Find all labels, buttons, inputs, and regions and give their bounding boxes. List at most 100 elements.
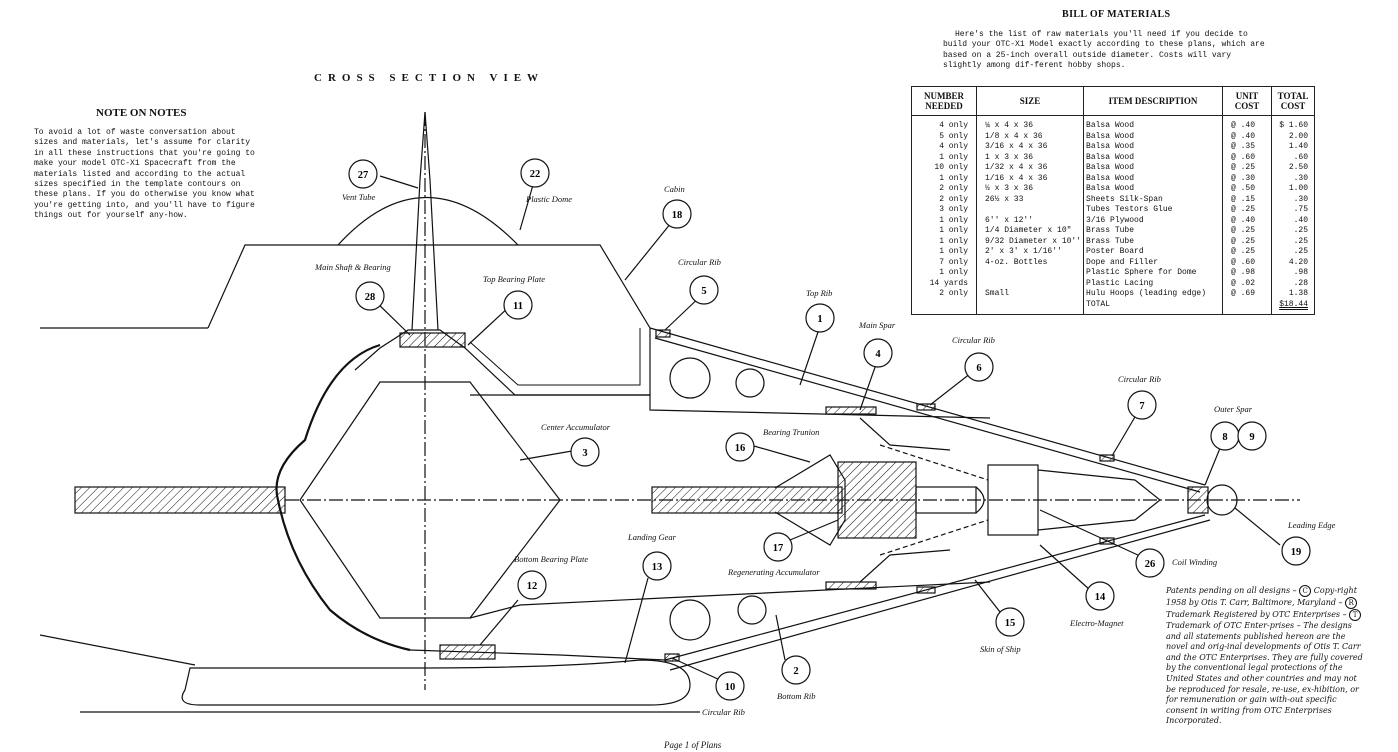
callout-circle <box>570 437 600 467</box>
label-circular-rib-bottom: Circular Rib <box>702 707 745 717</box>
trademark-icon: T <box>1349 609 1362 621</box>
callout-circle <box>520 158 550 188</box>
bom-cell: 9/32 Diameter x 10'' <box>975 236 1085 247</box>
callout-circle <box>503 290 533 320</box>
patent-notice: Patents pending on all designs – C Copy-… <box>1166 585 1364 727</box>
bearing-trunion-block <box>837 461 917 539</box>
callout-number: 28 <box>365 292 376 303</box>
callout-number: 17 <box>773 543 784 554</box>
bom-cell: .98 <box>1271 268 1316 279</box>
callout-circle <box>1127 390 1157 420</box>
callout-circle <box>715 671 745 701</box>
bom-cell: 1/4 Diameter x 10" <box>975 226 1085 237</box>
patent-text-4: Trademark of OTC Enter-prises – The desi… <box>1166 621 1363 726</box>
bom-cell: 1.00 <box>1271 184 1316 195</box>
bom-cell: Small <box>975 289 1085 300</box>
callout-number: 15 <box>1005 618 1016 629</box>
bom-cell: 1/32 x 4 x 36 <box>975 163 1085 174</box>
bom-cell: 1 x 3 x 36 <box>975 152 1085 163</box>
label-landing-gear: Landing Gear <box>627 532 677 542</box>
bom-cell: $18.44 <box>1271 299 1316 315</box>
callout-number: 9 <box>1249 432 1254 443</box>
label-vent-tube: Vent Tube <box>342 192 376 202</box>
registered-icon: R <box>1345 597 1358 609</box>
label-bottom-rib: Bottom Rib <box>777 691 815 701</box>
callout-circle <box>964 352 994 382</box>
callout-circle <box>763 532 793 562</box>
bom-header-number: NUMBER NEEDED <box>911 86 977 116</box>
callout-number: 19 <box>1291 547 1302 558</box>
label-circular-rib-1: Circular Rib <box>678 257 721 267</box>
callout-circle <box>863 338 893 368</box>
bill-of-materials-table: NUMBER NEEDED SIZE ITEM DESCRIPTION UNIT… <box>911 86 1316 315</box>
bom-cell: ½ x 3 x 36 <box>975 184 1085 195</box>
callout-number: 11 <box>513 301 523 312</box>
note-body: To avoid a lot of waste conversation abo… <box>34 128 255 221</box>
label-cabin: Cabin <box>664 184 685 194</box>
bom-cell: 2.50 <box>1271 163 1316 174</box>
callout-number: 27 <box>358 170 369 181</box>
callout-circle <box>1281 536 1311 566</box>
label-top-rib: Top Rib <box>806 288 832 298</box>
bom-cell: 26½ x 33 <box>975 194 1085 205</box>
bom-header-total-cost: TOTAL COST <box>1271 86 1316 116</box>
bom-cell: .30 <box>1271 194 1316 205</box>
callout-circle <box>1237 421 1267 451</box>
label-circular-rib-2: Circular Rib <box>952 335 995 345</box>
bom-cell: 4-oz. Bottles <box>975 257 1085 268</box>
patent-text-2: Copy-right 1958 by Otis T. Carr, Baltimo… <box>1166 586 1357 607</box>
patent-text-1: Patents pending on all designs – <box>1166 586 1297 595</box>
bom-cell <box>975 278 1085 289</box>
bom-cell <box>975 299 1085 315</box>
bom-row: TOTAL$18.44 <box>911 299 1316 315</box>
callout-number: 16 <box>735 443 746 454</box>
vent-tube-shape <box>411 111 439 331</box>
main-shaft-stub <box>74 486 286 514</box>
label-bottom-bearing-plate: Bottom Bearing Plate <box>514 554 588 564</box>
center-accumulator-shape <box>299 381 561 619</box>
hull-left-edge <box>275 343 411 652</box>
note-title: NOTE ON NOTES <box>96 107 187 119</box>
bom-cell: .30 <box>1271 173 1316 184</box>
bom-cell: .25 <box>1271 226 1316 237</box>
callout-number: 7 <box>1139 401 1144 412</box>
bom-cell: .25 <box>1271 247 1316 258</box>
callout-number: 5 <box>701 286 706 297</box>
bom-cell: 6'' x 12'' <box>975 215 1085 226</box>
bom-header-size: SIZE <box>975 86 1085 116</box>
bom-cell: .40 <box>1271 215 1316 226</box>
callout-number: 18 <box>672 210 683 221</box>
label-bearing-trunion: Bearing Trunion <box>763 427 819 437</box>
patent-text-3: Trademark Registered by OTC Enterprises … <box>1166 610 1347 619</box>
label-center-accumulator: Center Accumulator <box>541 422 611 432</box>
bom-cell: .25 <box>1271 236 1316 247</box>
bom-cell: .60 <box>1271 152 1316 163</box>
coil-winding <box>987 464 1039 536</box>
landing-gear-shape <box>181 659 691 706</box>
callout-circle <box>348 159 378 189</box>
callout-number: 1 <box>817 314 822 325</box>
bom-cell: 2.00 <box>1271 131 1316 142</box>
callout-number: 2 <box>793 666 798 677</box>
label-electro-magnet: Electro-Magnet <box>1069 618 1124 628</box>
label-main-spar: Main Spar <box>858 320 896 330</box>
bom-cell: 1/16 x 4 x 36 <box>975 173 1085 184</box>
callout-number: 13 <box>652 562 663 573</box>
bom-title: BILL OF MATERIALS <box>1062 9 1171 20</box>
cross-section-title: CROSS SECTION VIEW <box>314 72 545 84</box>
page-footer: Page 1 of Plans <box>664 740 722 750</box>
